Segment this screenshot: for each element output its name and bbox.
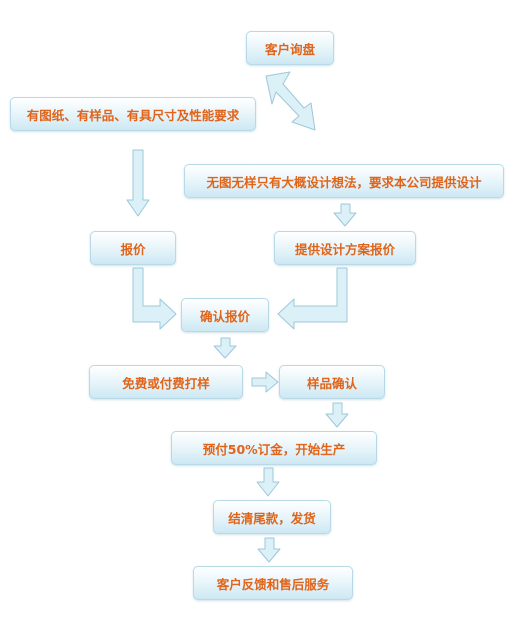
arrow-quote-to-confirm — [132, 267, 177, 330]
arrow-deposit-to-payment — [256, 467, 280, 497]
step-sample-confirmation: 样品确认 — [279, 365, 385, 399]
step-customer-inquiry: 客户询盘 — [246, 31, 334, 65]
arrow-inquiry-to-design-request — [265, 71, 316, 131]
arrow-request-to-design-quote — [333, 203, 357, 227]
arrow-sample-confirm-to-deposit — [325, 402, 349, 428]
step-sampling-fee: 免费或付费打样 — [89, 365, 243, 399]
arrow-sample-to-confirm — [251, 371, 279, 393]
arrow-payment-to-aftersales — [257, 537, 281, 563]
arrow-design-quote-to-confirm — [277, 267, 348, 330]
step-feedback-after-sales: 客户反馈和售后服务 — [193, 566, 353, 600]
step-with-drawing-sample: 有图纸、有样品、有具尺寸及性能要求 — [10, 97, 256, 131]
arrow-confirm-to-sample — [213, 337, 237, 359]
arrow-drawing-to-quote — [126, 149, 150, 217]
step-design-plan-quote: 提供设计方案报价 — [274, 231, 416, 265]
step-no-drawing-design-request: 无图无样只有大概设计想法，要求本公司提供设计 — [184, 164, 504, 198]
step-final-payment-shipping: 结清尾款，发货 — [213, 500, 331, 534]
step-quote: 报价 — [90, 231, 176, 265]
step-deposit-production: 预付50%订金，开始生产 — [171, 431, 377, 465]
step-confirm-quote: 确认报价 — [181, 298, 269, 332]
